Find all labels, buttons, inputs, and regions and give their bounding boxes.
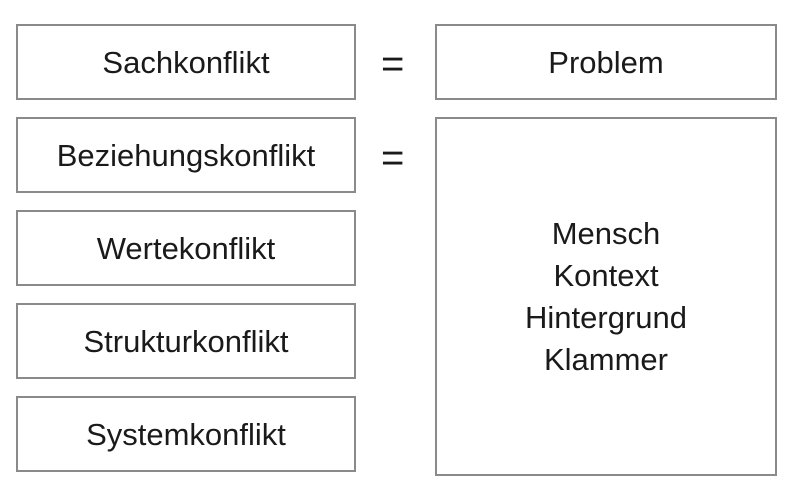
equals-sign-top: = — [381, 42, 405, 86]
context-line-mensch: Mensch — [551, 215, 661, 251]
box-systemkonflikt: Systemkonflikt — [16, 396, 356, 472]
context-line-hintergrund: Hintergrund — [525, 299, 687, 335]
box-beziehungskonflikt: Beziehungskonflikt — [16, 117, 356, 193]
equals-sign-middle: = — [381, 136, 405, 180]
box-wertekonflikt: Wertekonflikt — [16, 210, 356, 286]
box-label: Problem — [548, 44, 664, 80]
box-label: Beziehungskonflikt — [56, 137, 316, 173]
box-problem: Problem — [435, 24, 777, 100]
box-strukturkonflikt: Strukturkonflikt — [16, 303, 356, 379]
context-line-kontext: Kontext — [553, 257, 659, 293]
box-context-group: Mensch Kontext Hintergrund Klammer — [435, 117, 777, 476]
box-label: Strukturkonflikt — [83, 323, 289, 359]
box-sachkonflikt: Sachkonflikt — [16, 24, 356, 100]
box-label: Wertekonflikt — [96, 230, 276, 266]
box-label: Systemkonflikt — [86, 416, 286, 452]
context-line-klammer: Klammer — [543, 341, 668, 377]
box-label: Sachkonflikt — [102, 44, 270, 80]
